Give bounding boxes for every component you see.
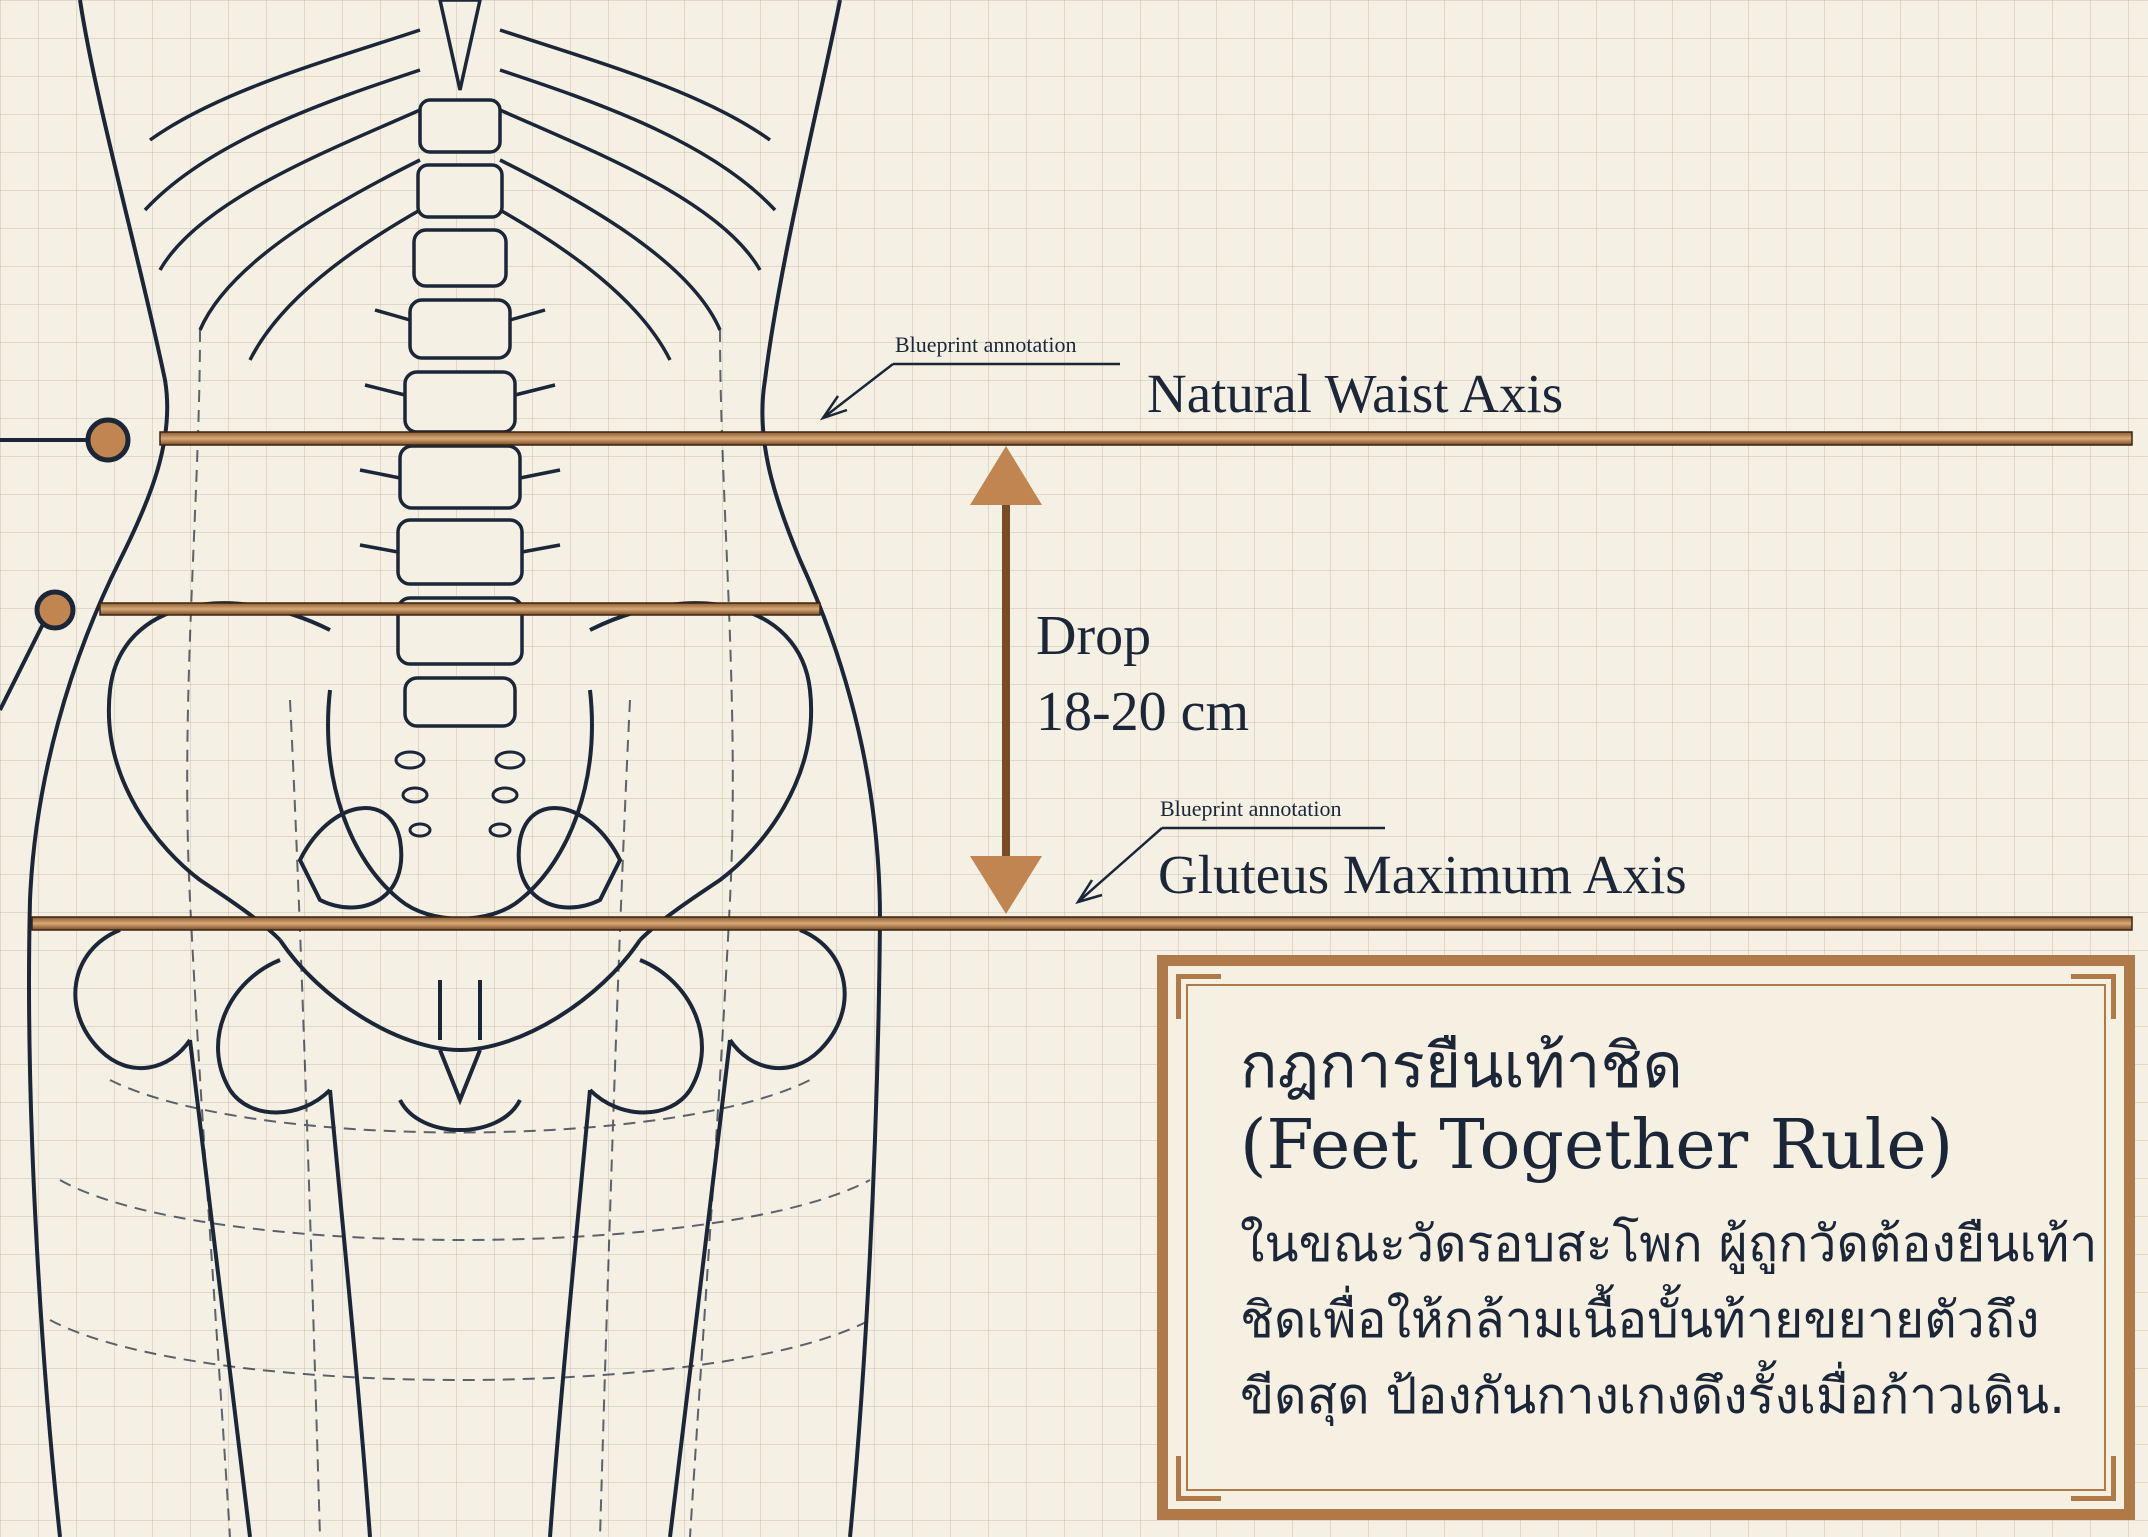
femurs — [75, 930, 844, 1537]
waist-axis-label: Natural Waist Axis — [1147, 362, 1563, 425]
callout-dot-icon — [37, 592, 73, 628]
arrow-pointer-icon — [823, 364, 1120, 418]
corner-ornament — [2071, 974, 2116, 1019]
drop-measurement: Drop 18-20 cm — [1036, 598, 1249, 750]
callout-dot-icon — [88, 420, 128, 460]
rule-subtitle: (Feet Together Rule) — [1240, 1106, 2100, 1186]
iliac-axis-bar — [100, 603, 820, 615]
rule-title: กฎการยืนเท้าชิด — [1240, 1026, 2100, 1106]
waist-axis-bar — [160, 432, 2132, 445]
sacrum-holes — [396, 752, 524, 836]
gluteus-axis-label: Gluteus Maximum Axis — [1158, 843, 1687, 906]
corner-ornament — [1176, 974, 1221, 1019]
drop-label: Drop — [1036, 598, 1249, 674]
drop-value: 18-20 cm — [1036, 674, 1249, 750]
double-arrow-icon — [970, 446, 1042, 914]
callout-connectors — [0, 440, 92, 710]
gluteus-axis-bar — [32, 917, 2132, 930]
rule-body: ในขณะวัดรอบสะโพก ผู้ถูกวัดต้องยืนเท้าชิด… — [1240, 1206, 2100, 1434]
contour-lines — [50, 330, 870, 1537]
spine — [360, 100, 560, 726]
corner-ornament — [2071, 1456, 2116, 1501]
corner-ornament — [1176, 1456, 1221, 1501]
feet-together-rule-box: กฎการยืนเท้าชิด (Feet Together Rule) ในข… — [1157, 955, 2135, 1520]
gluteus-annotation-label: Blueprint annotation — [1160, 796, 1341, 822]
waist-annotation-label: Blueprint annotation — [895, 332, 1076, 358]
